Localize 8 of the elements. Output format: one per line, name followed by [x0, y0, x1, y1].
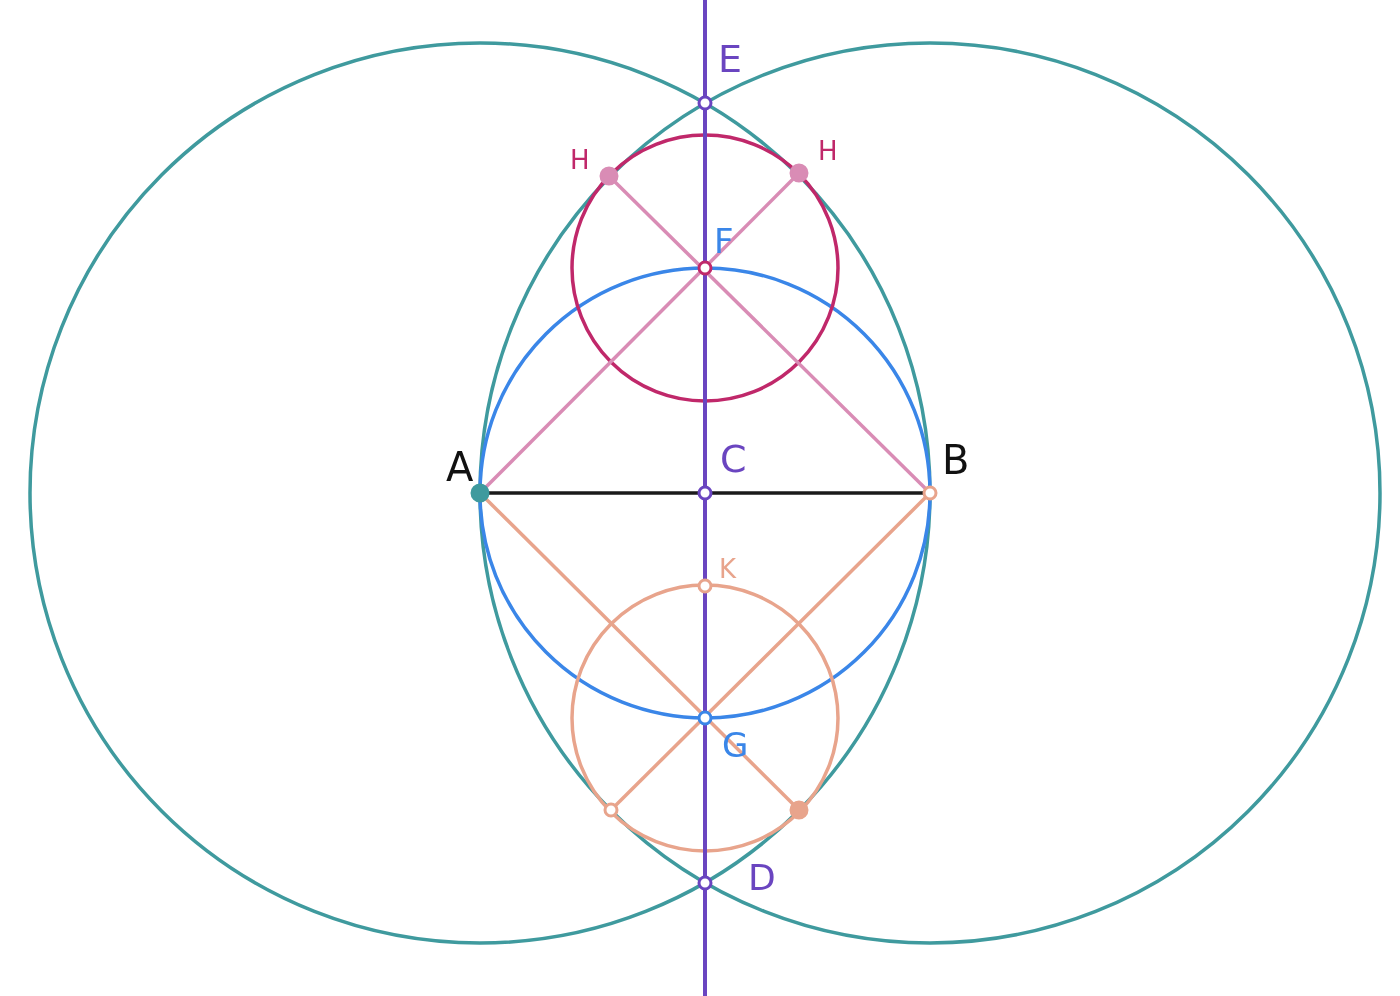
- point-label: A: [446, 447, 474, 487]
- point-label: C: [720, 440, 747, 478]
- point-label: E: [718, 40, 742, 78]
- point-label: K: [719, 556, 737, 582]
- point-label: D: [748, 860, 776, 896]
- point-label: B: [942, 440, 970, 480]
- point-label: H: [570, 147, 590, 173]
- point-label: H: [818, 138, 838, 164]
